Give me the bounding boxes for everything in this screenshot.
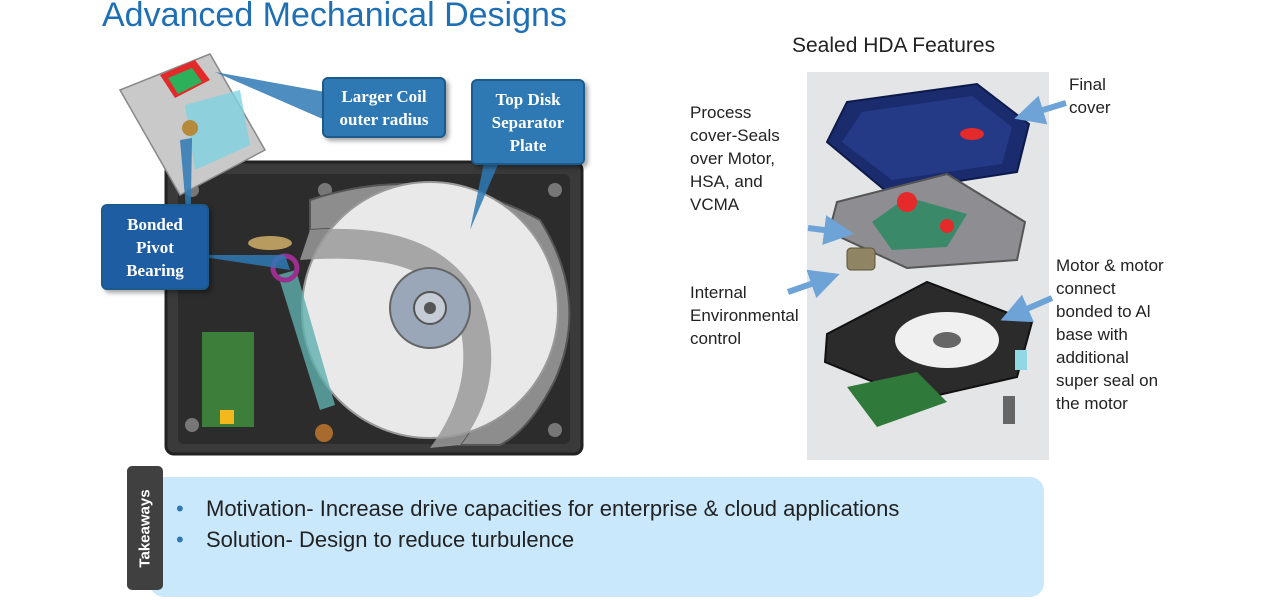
- callout-larger-coil: Larger Coil outer radius: [322, 77, 446, 138]
- takeaway-list: •Motivation- Increase drive capacities f…: [176, 493, 899, 555]
- process-seal-2: [940, 219, 954, 233]
- label-environmental: Internal Environmental control: [690, 283, 799, 348]
- pcb-chip: [220, 410, 234, 424]
- final-cover-inner: [842, 96, 1012, 180]
- callout-top-disk-separator: Top Disk Separator Plate: [471, 79, 585, 165]
- callout-pointer-plate: [470, 158, 500, 230]
- process-seal-1: [897, 192, 917, 212]
- hda-title: Sealed HDA Features: [792, 34, 996, 57]
- hdd-illustration: [118, 53, 584, 456]
- hda-pcb: [847, 372, 947, 427]
- callout-bonded-pivot: Bonded Pivot Bearing: [101, 204, 209, 290]
- callout-pointer-pivot-2: [190, 255, 290, 270]
- bullet-icon: •: [176, 527, 184, 552]
- screw-icon: [548, 183, 562, 197]
- takeaway-tab: Takeaways: [127, 466, 163, 590]
- label-motor: Motor & motor connect bonded to Al base …: [1056, 256, 1164, 413]
- slide-title: Advanced Mechanical Designs: [102, 0, 567, 34]
- screw-icon: [185, 418, 199, 432]
- hda-screw: [1003, 396, 1015, 424]
- spindle-screw: [424, 302, 436, 314]
- label-process-cover: Process cover-Seals over Motor, HSA, and…: [690, 103, 780, 214]
- coil-exploded-view: [118, 53, 267, 197]
- actuator-arm: [278, 270, 335, 410]
- takeaway-box: [150, 477, 1044, 597]
- takeaway-item: •Solution- Design to reduce turbulence: [176, 524, 899, 555]
- hda-exploded-view: [823, 82, 1034, 427]
- cover-seal-dot: [960, 128, 984, 140]
- callout-pointer-coil: [215, 72, 325, 120]
- environmental-unit: [846, 247, 876, 271]
- screw-icon: [548, 423, 562, 437]
- label-final-cover: Final cover: [1069, 75, 1111, 117]
- hda-connector: [1015, 350, 1027, 370]
- hda-hub: [933, 332, 961, 348]
- coil-magnet: [248, 236, 292, 250]
- head-ramp: [315, 424, 333, 442]
- bullet-icon: •: [176, 496, 184, 521]
- takeaway-item: •Motivation- Increase drive capacities f…: [176, 493, 899, 524]
- process-cover-green: [872, 197, 967, 250]
